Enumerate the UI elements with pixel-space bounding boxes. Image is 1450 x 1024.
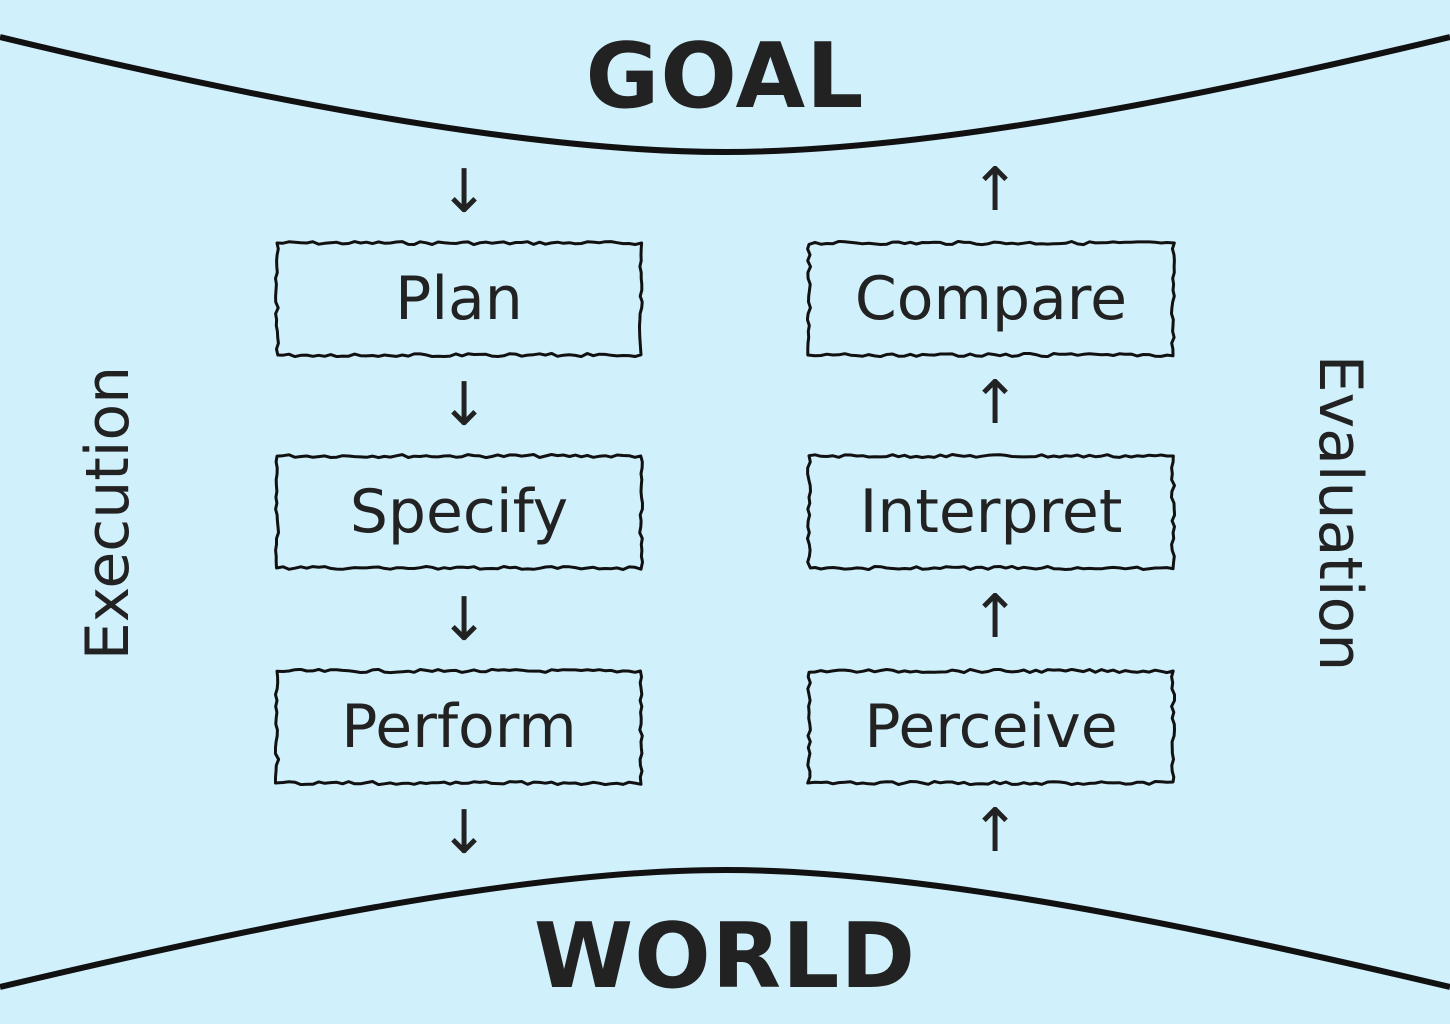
world-label: WORLD — [533, 904, 917, 1009]
step-label: Perceive — [864, 692, 1118, 762]
arrow-down-icon: ↓ — [439, 157, 490, 227]
arrow-down-icon: ↓ — [439, 798, 490, 868]
world-boundary-curve — [0, 866, 1450, 990]
goal-label: GOAL — [585, 24, 865, 129]
box-outline — [806, 668, 1176, 786]
wavy-border — [806, 240, 1176, 358]
arrow-up-icon: ↑ — [970, 368, 1021, 438]
box-outline — [806, 453, 1176, 571]
step-box-perform: Perform — [274, 668, 644, 786]
evaluation-label: Evaluation — [1305, 354, 1375, 672]
arrow-down-icon: ↓ — [439, 585, 490, 655]
box-outline — [274, 668, 644, 786]
box-outline — [274, 453, 644, 571]
step-box-compare: Compare — [806, 240, 1176, 358]
step-box-interpret: Interpret — [806, 453, 1176, 571]
step-box-specify: Specify — [274, 453, 644, 571]
arrow-up-icon: ↑ — [970, 796, 1021, 866]
wavy-border — [274, 453, 644, 571]
goal-boundary-curve — [0, 34, 1450, 156]
arrow-up-icon: ↑ — [970, 155, 1021, 225]
box-outline — [806, 240, 1176, 358]
wavy-border — [806, 668, 1176, 786]
step-label: Plan — [395, 264, 523, 334]
arrow-down-icon: ↓ — [439, 370, 490, 440]
step-label: Compare — [854, 264, 1128, 334]
step-box-perceive: Perceive — [806, 668, 1176, 786]
step-label: Perform — [341, 692, 577, 762]
step-box-plan: Plan — [274, 240, 644, 358]
box-outline — [274, 240, 644, 358]
step-label: Specify — [349, 477, 569, 547]
wavy-border — [274, 240, 644, 358]
wavy-border — [274, 668, 644, 786]
wavy-border — [806, 453, 1176, 571]
arrow-up-icon: ↑ — [970, 582, 1021, 652]
step-label: Interpret — [859, 477, 1123, 547]
execution-label: Execution — [73, 365, 143, 661]
